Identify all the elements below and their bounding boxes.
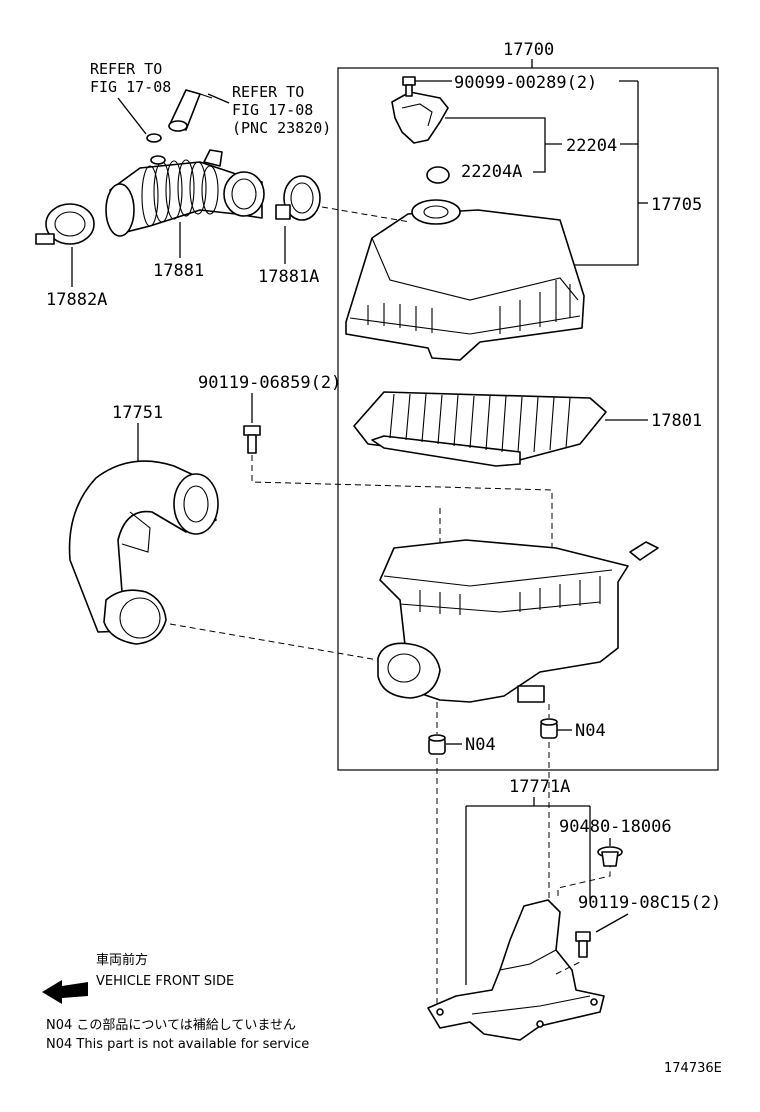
mass-air-flow-sensor[interactable] <box>391 76 449 144</box>
air-filter-element[interactable] <box>353 391 607 467</box>
label-22204[interactable]: 22204 <box>566 136 617 156</box>
vehicle-front-indicator: 車両前方 VEHICLE FRONT SIDE <box>42 952 234 1004</box>
hose-clamp-17882a[interactable] <box>35 203 95 245</box>
front-label-jp: 車両前方 <box>96 952 148 968</box>
label-17751[interactable]: 17751 <box>112 403 163 423</box>
label-90119-08C15[interactable]: 90119-08C15(2) <box>578 893 721 913</box>
intake-duct-17751[interactable] <box>68 460 219 645</box>
label-refer-left-1: REFER TO <box>90 60 162 78</box>
assembly-frame <box>337 67 719 771</box>
referenced-tube <box>168 89 213 132</box>
label-17882A[interactable]: 17882A <box>46 290 107 310</box>
label-n04-left[interactable]: N04 <box>465 735 496 755</box>
note-n04-jp: N04 この部品については補給していません <box>46 1018 296 1033</box>
grommet-n04-right[interactable] <box>540 718 558 739</box>
bolt-90119-06859[interactable] <box>243 425 261 454</box>
label-17881A[interactable]: 17881A <box>258 267 319 287</box>
label-90119-06859[interactable]: 90119-06859(2) <box>198 373 341 393</box>
label-17700[interactable]: 17700 <box>503 40 554 60</box>
label-22204A[interactable]: 22204A <box>461 162 522 182</box>
label-refer-left-2: FIG 17-08 <box>90 78 171 96</box>
arrow-left-icon <box>42 980 88 1004</box>
label-17705[interactable]: 17705 <box>651 195 702 215</box>
clip-90480-18006[interactable] <box>597 846 623 867</box>
label-17771A[interactable]: 17771A <box>509 777 570 797</box>
label-90480-18006[interactable]: 90480-18006 <box>559 817 672 837</box>
air-cleaner-case[interactable] <box>377 539 659 703</box>
referenced-small-hose <box>146 133 166 165</box>
intake-hose-17881[interactable] <box>105 149 265 237</box>
label-17801[interactable]: 17801 <box>651 411 702 431</box>
label-n04-right[interactable]: N04 <box>575 721 606 741</box>
note-n04-en: N04 This part is not available for servi… <box>46 1037 309 1052</box>
label-90099-00289[interactable]: 90099-00289(2) <box>454 73 597 93</box>
label-refer-right-3: (PNC 23820) <box>232 119 331 137</box>
grommet-n04-left[interactable] <box>428 734 446 755</box>
air-cleaner-cap[interactable] <box>345 199 585 361</box>
label-refer-right-2: FIG 17-08 <box>232 101 313 119</box>
figure-id: 174736E <box>664 1061 722 1076</box>
bracket-17771a[interactable] <box>427 899 605 1041</box>
label-17881[interactable]: 17881 <box>153 261 204 281</box>
o-ring-22204a[interactable] <box>426 166 450 184</box>
hose-clamp-17881a[interactable] <box>275 175 321 221</box>
label-refer-right-1: REFER TO <box>232 83 304 101</box>
front-label-en: VEHICLE FRONT SIDE <box>96 974 234 989</box>
bolt-90119-08c15[interactable] <box>575 931 591 958</box>
